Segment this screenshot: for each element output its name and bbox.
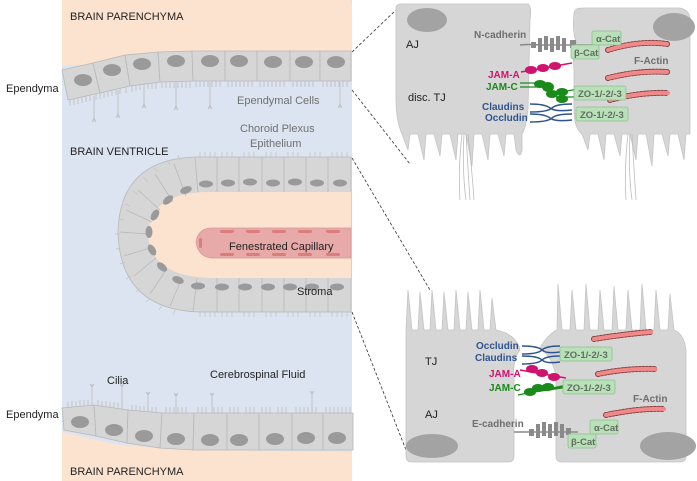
alpha-cat-box <box>591 30 622 46</box>
ependyma-top-label: Ependyma <box>6 83 59 95</box>
microvilli-bottom <box>67 383 351 413</box>
bottom-right-nucleus <box>640 432 696 460</box>
choroid-plexus-epithelium-label: Epithelium <box>250 138 301 150</box>
parenchyma-top-region <box>62 0 352 66</box>
bottom-protein-boxes: ZO-1/-2/-3 ZO-1/-2/-3 α-Cat β-Cat <box>559 346 619 449</box>
top-left-nucleus <box>407 8 447 32</box>
beta-cat-label-bottom: β-Cat <box>571 437 596 448</box>
cilia-label: Cilia <box>107 375 129 387</box>
occludin-label-top: Occludin <box>485 113 528 124</box>
claudins-label-top: Claudins <box>482 102 525 113</box>
zo-box-bottom-2 <box>562 379 616 395</box>
aj-label-top: AJ <box>406 39 419 51</box>
f-actin-label-top: F-Actin <box>634 56 668 67</box>
bottom-left-cell <box>405 289 521 463</box>
zo-box-1 <box>573 85 627 101</box>
choroid-microvilli <box>115 152 348 317</box>
zo-label-bottom-1: ZO-1/-2/-3 <box>564 350 608 361</box>
top-right-nucleus <box>653 13 695 41</box>
left-panel: BRAIN PARENCHYMA Ependyma Ependymal Cell… <box>6 0 354 481</box>
n-cadherin-label: N-cadherin <box>474 30 526 41</box>
jam-a-label-top: JAM-A <box>488 70 520 81</box>
capillary-label: Fenestrated Capillary <box>229 241 334 253</box>
bottom-junction-detail: ZO-1/-2/-3 ZO-1/-2/-3 α-Cat β-Cat TJ AJ … <box>405 283 696 463</box>
beta-cat-label: β-Cat <box>574 48 599 59</box>
choroid-cell-borders <box>119 157 329 313</box>
e-cadherin-label: E-cadherin <box>472 419 524 430</box>
jam-a-protein-bottom <box>519 365 567 381</box>
zo-label-2: ZO-1/-2/-3 <box>580 110 624 121</box>
ependyma-bottom-label: Ependyma <box>6 409 59 421</box>
zo-label-1: ZO-1/-2/-3 <box>578 89 622 100</box>
jam-c-label-top: JAM-C <box>486 82 518 93</box>
fenestrated-capillary <box>195 227 352 259</box>
jam-c-protein <box>520 80 579 103</box>
zo-label-bottom-2: ZO-1/-2/-3 <box>567 383 611 394</box>
f-actin-filaments-bottom <box>591 329 667 418</box>
alpha-cat-label-bottom: α-Cat <box>594 423 619 434</box>
top-cilia-strands <box>458 133 637 201</box>
ependymal-cells-label: Ependymal Cells <box>237 95 320 107</box>
alpha-cat-box-bottom <box>589 419 619 435</box>
claudin-occludin-protein <box>529 103 573 123</box>
f-actin-label-bottom: F-Actin <box>633 394 667 405</box>
bottom-left-nucleus <box>406 434 458 458</box>
occludin-claudin-protein-bottom <box>521 345 561 365</box>
ependymal-nuclei-bottom <box>71 416 346 446</box>
beta-cat-box <box>570 44 600 60</box>
brain-parenchyma-top-label: BRAIN PARENCHYMA <box>70 11 184 23</box>
jam-a-label-bottom: JAM-A <box>489 369 521 380</box>
e-cadherin-protein <box>514 422 578 438</box>
brain-ventricle-label: BRAIN VENTRICLE <box>70 146 168 158</box>
stroma-label: Stroma <box>297 286 333 298</box>
microvilli-top <box>69 81 348 123</box>
top-junction-detail: α-Cat β-Cat ZO-1/-2/-3 ZO-1/-2/-3 AJ dis… <box>395 3 695 201</box>
brain-parenchyma-bottom-label: BRAIN PARENCHYMA <box>70 466 184 478</box>
beta-cat-box-bottom <box>567 433 597 449</box>
alpha-cat-label: α-Cat <box>596 34 621 45</box>
occludin-label-bottom: Occludin <box>476 341 519 352</box>
disc-tj-label: disc. TJ <box>408 92 446 104</box>
zo-box-2 <box>575 106 629 122</box>
f-actin-filaments-top <box>605 39 671 103</box>
ependymal-cells-bottom <box>61 404 354 451</box>
jam-a-protein <box>520 62 573 74</box>
csf-label: Cerebrospinal Fluid <box>210 369 305 381</box>
choroid-plexus-label: Choroid Plexus <box>240 123 315 135</box>
aj-label-bottom: AJ <box>425 409 438 421</box>
n-cadherin-protein <box>519 36 595 52</box>
parenchyma-bottom-region <box>62 432 352 481</box>
choroid-nuclei <box>145 178 347 291</box>
zo-box-bottom-1 <box>559 346 613 362</box>
top-protein-boxes: α-Cat β-Cat ZO-1/-2/-3 ZO-1/-2/-3 <box>570 30 629 122</box>
ependymal-nuclei-top <box>74 55 345 86</box>
top-left-cell <box>395 3 532 167</box>
tj-label: TJ <box>425 356 437 368</box>
claudins-label-bottom: Claudins <box>475 353 518 364</box>
zoom-guide-lines <box>351 9 431 451</box>
jam-c-label-bottom: JAM-C <box>489 383 521 394</box>
